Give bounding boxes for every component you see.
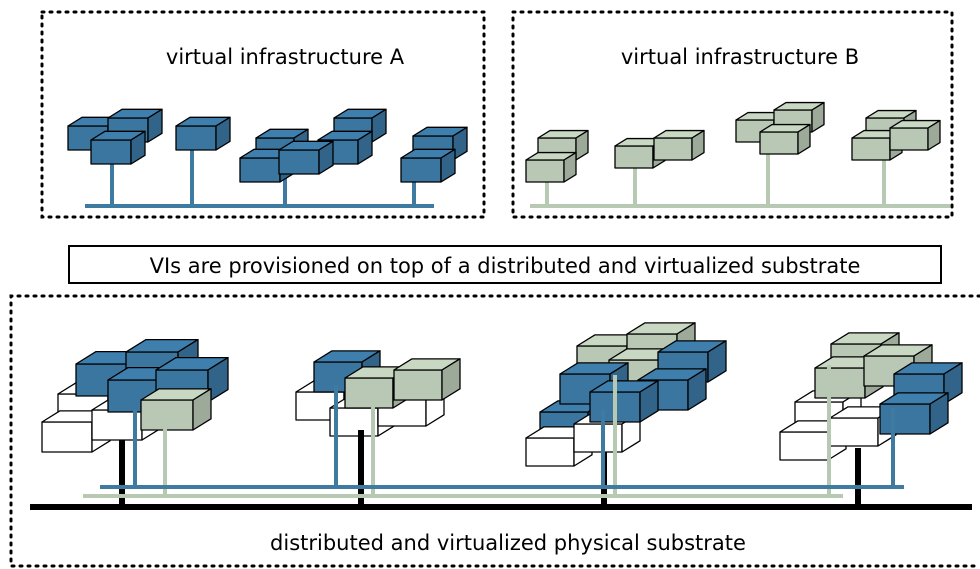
substrate-frame bbox=[9, 294, 980, 568]
vi-b-network bbox=[530, 152, 950, 208]
substrate-node-cube-24 bbox=[589, 380, 659, 423]
substrate-label: distributed and virtualized physical sub… bbox=[270, 531, 746, 555]
vi-a-frame bbox=[40, 10, 486, 219]
vi-a-label: virtual infrastructure A bbox=[166, 45, 405, 69]
substrate-blue-network bbox=[100, 385, 904, 489]
provision-caption: VIs are provisioned on top of a distribu… bbox=[150, 254, 861, 278]
vi-a-node-cube-11 bbox=[400, 148, 456, 183]
substrate-node-cube-32 bbox=[879, 392, 949, 435]
vi-b-nodes bbox=[525, 101, 941, 183]
substrate-node-cube-8 bbox=[140, 388, 212, 431]
vi-b-node-cube-2 bbox=[525, 151, 577, 183]
vi-a-node-cube-9 bbox=[278, 140, 334, 175]
vi-a-node-cube-4 bbox=[175, 116, 231, 151]
vi-b-frame bbox=[511, 10, 954, 219]
vi-b-node-cube-7 bbox=[759, 123, 811, 155]
provision-caption-box bbox=[68, 245, 942, 284]
substrate-nodes bbox=[41, 322, 963, 467]
substrate-node-cube-14 bbox=[393, 358, 461, 401]
substrate-green-network bbox=[83, 365, 843, 498]
vi-b-node-cube-4 bbox=[653, 129, 705, 161]
vi-a-nodes bbox=[67, 108, 468, 183]
vi-b-node-cube-10 bbox=[889, 119, 941, 151]
vi-a-network bbox=[85, 148, 434, 208]
vi-a-node-cube-3 bbox=[90, 130, 146, 165]
vi-b-label: virtual infrastructure B bbox=[621, 45, 859, 69]
